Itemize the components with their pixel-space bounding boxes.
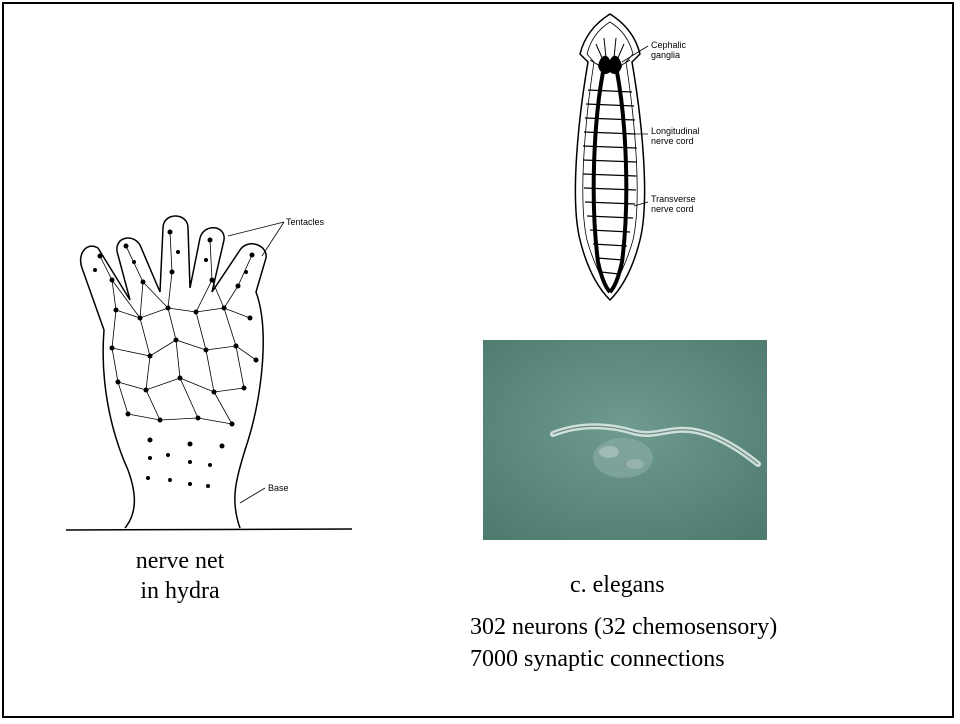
transverse-nerve-cords bbox=[583, 90, 637, 274]
synaptic-connections-text: 7000 synaptic connections bbox=[470, 644, 725, 674]
longitudinal-nerve-cord-label: Longitudinal nerve cord bbox=[651, 126, 700, 146]
micrograph-image bbox=[483, 340, 767, 540]
c-elegans-caption: c. elegans bbox=[570, 570, 665, 600]
cephalic-ganglia-label: Cephalic ganglia bbox=[651, 40, 686, 60]
c-elegans-micrograph bbox=[483, 340, 767, 540]
neurons-count-text: 302 neurons (32 chemosensory) bbox=[470, 612, 777, 642]
flatworm-outer-outline bbox=[575, 14, 644, 300]
cephalic-ganglia bbox=[598, 56, 622, 74]
transverse-nerve-cord-label: Transverse nerve cord bbox=[651, 194, 696, 214]
